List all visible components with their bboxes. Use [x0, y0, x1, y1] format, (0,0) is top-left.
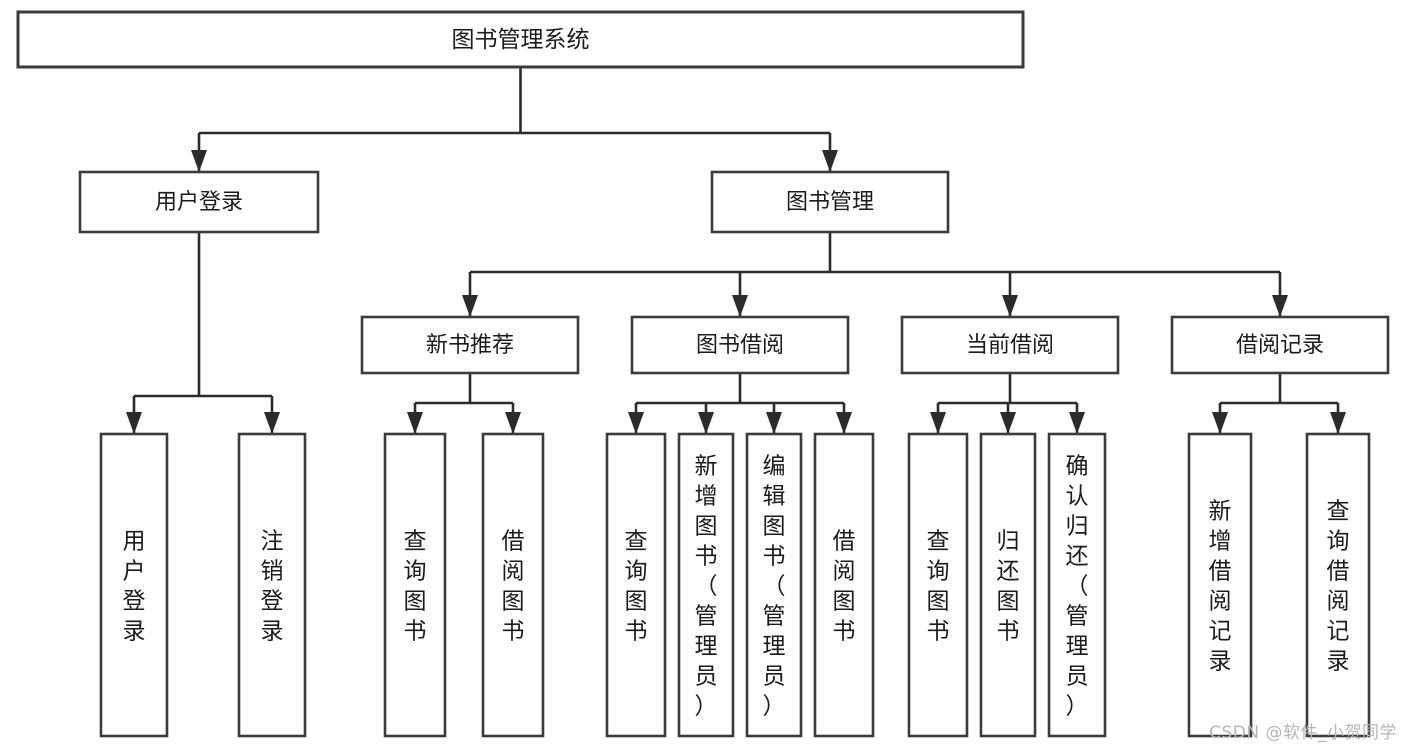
node-leaf-12[interactable]: [1187, 432, 1253, 738]
arrow-head-icon: [698, 412, 714, 434]
arrow-head-icon: [1002, 295, 1018, 317]
node-leaf-label-11: 确认归还（管理员）: [1066, 453, 1089, 719]
nodes-layer: 图书管理系统用户登录图书管理新书推荐图书借阅当前借阅借阅记录用户登录注销登录查询…: [16, 10, 1390, 738]
arrow-head-icon: [1069, 412, 1085, 434]
arrow-head-icon: [732, 295, 748, 317]
node-leaf-6[interactable]: [677, 432, 735, 738]
node-leaf-label-13: 查询借阅记录: [1327, 498, 1350, 674]
node-level2-label-1: 用户登录: [155, 190, 243, 215]
node-level3-label-2: 图书借阅: [696, 333, 784, 358]
arrow-head-icon: [836, 412, 852, 434]
node-level2-2[interactable]: [710, 170, 950, 234]
node-leaf-11[interactable]: [1047, 432, 1107, 738]
node-leaf-label-5: 查询图书: [625, 528, 648, 644]
arrow-head-icon: [462, 295, 478, 317]
arrow-head-icon: [1000, 412, 1016, 434]
arrow-head-icon: [264, 412, 280, 434]
node-leaf-4[interactable]: [481, 432, 545, 738]
node-leaf-label-2: 注销登录: [261, 528, 284, 644]
arrow-head-icon: [1212, 412, 1228, 434]
node-leaf-7[interactable]: [745, 432, 803, 738]
node-leaf-13[interactable]: [1305, 432, 1371, 738]
node-leaf-label-4: 借阅图书: [502, 528, 525, 644]
node-level2-label-2: 图书管理: [786, 190, 874, 215]
arrow-head-icon: [505, 412, 521, 434]
node-leaf-3[interactable]: [383, 432, 447, 738]
node-level3-label-1: 新书推荐: [426, 333, 514, 358]
node-level3-2[interactable]: [630, 315, 850, 375]
node-level3-label-4: 借阅记录: [1236, 333, 1324, 358]
node-leaf-label-6: 新增图书（管理员）: [695, 453, 718, 719]
node-leaf-9[interactable]: [907, 432, 969, 738]
arrow-head-icon: [191, 150, 207, 172]
arrow-head-icon: [628, 412, 644, 434]
arrow-head-icon: [126, 412, 142, 434]
edges-layer: [126, 67, 1346, 434]
node-root-book-management-system[interactable]: [16, 10, 1025, 69]
arrow-head-icon: [822, 150, 838, 172]
arrow-head-icon: [766, 412, 782, 434]
node-leaf-1[interactable]: [99, 432, 169, 738]
arrow-head-icon: [1272, 295, 1288, 317]
node-leaf-label-9: 查询图书: [927, 528, 950, 644]
node-leaf-label-12: 新增借阅记录: [1209, 498, 1232, 674]
arrow-head-icon: [930, 412, 946, 434]
arrow-head-icon: [1330, 412, 1346, 434]
node-leaf-10[interactable]: [979, 432, 1037, 738]
node-leaf-label-1: 用户登录: [123, 528, 146, 644]
node-leaf-label-8: 借阅图书: [833, 528, 856, 644]
node-level3-3[interactable]: [900, 315, 1120, 375]
node-level2-1[interactable]: [78, 170, 320, 234]
node-root-label: 图书管理系统: [452, 27, 590, 53]
node-level3-1[interactable]: [360, 315, 580, 375]
node-leaf-label-3: 查询图书: [404, 528, 427, 644]
node-leaf-2[interactable]: [237, 432, 307, 738]
node-level3-label-3: 当前借阅: [966, 333, 1054, 358]
node-level3-4[interactable]: [1170, 315, 1390, 375]
node-leaf-label-10: 归还图书: [997, 528, 1020, 644]
node-leaf-8[interactable]: [813, 432, 875, 738]
node-leaf-label-7: 编辑图书（管理员）: [763, 453, 786, 719]
arrow-head-icon: [407, 412, 423, 434]
node-leaf-5[interactable]: [605, 432, 667, 738]
